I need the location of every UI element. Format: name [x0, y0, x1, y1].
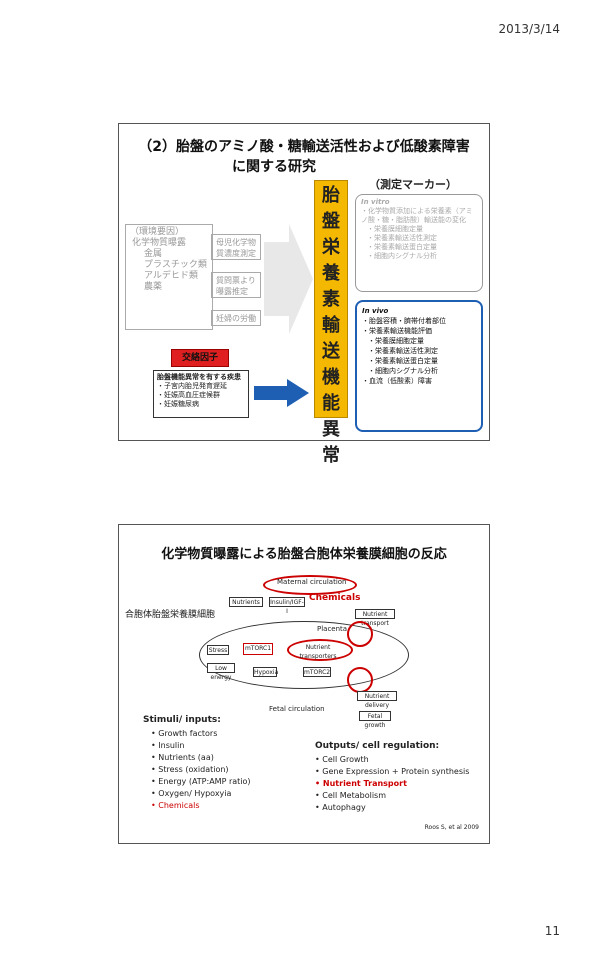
outputs-item-transport: Nutrient Transport	[315, 778, 469, 790]
nutrients-node: Nutrients	[229, 597, 263, 607]
in-vitro-item: ・細胞内シグナル分析	[367, 252, 437, 260]
risk-box: 胎盤機能異常を有する疾患 ・子宮内胎児発育遅延 ・妊娠高血圧症候群 ・妊娠糖尿病	[153, 370, 249, 418]
environment-factors-box: （環境要因） 化学物質曝露 金属 プラスチック類 アルデヒド類 農薬	[125, 224, 213, 330]
risk-item: 胎盤機能異常を有する疾患	[157, 373, 241, 381]
blue-arrow-icon	[287, 379, 309, 407]
slide-2-title: 化学物質曝露による胎盤合胞体栄養膜細胞の反応	[161, 547, 447, 562]
outputs-item: Gene Expression + Protein synthesis	[315, 766, 469, 778]
in-vivo-item: ・胎盤容積・臍帯付着部位	[362, 317, 446, 325]
env-item: アルデヒド類	[144, 271, 198, 281]
hypoxia-node: Hypoxia	[253, 667, 279, 677]
env-item: 金属	[144, 249, 163, 259]
page-number: 11	[544, 924, 560, 938]
maternal-highlight	[263, 575, 357, 595]
central-column: 胎 盤 栄 養 素 輸 送 機 能 異 常	[314, 180, 348, 466]
stimuli-item: Energy (ATP:AMP ratio)	[151, 776, 250, 788]
confounder-label: 交絡因子	[171, 349, 229, 367]
stimuli-item: Nutrients (aa)	[151, 752, 251, 764]
outputs-list: Cell Growth Gene Expression + Protein sy…	[315, 754, 469, 814]
placenta-label: Placenta	[317, 625, 348, 633]
stimuli-item-chemicals: Chemicals	[151, 800, 251, 812]
column-char: 素	[322, 289, 340, 310]
column-char: 盤	[322, 211, 340, 232]
in-vivo-item: ・栄養素輸送機能評価	[362, 327, 432, 335]
fetal-circulation-label: Fetal circulation	[269, 705, 325, 713]
env-item: （環境要因）	[130, 227, 185, 237]
env-item: 農薬	[144, 282, 163, 292]
in-vivo-item: ・栄養膜細胞定量	[368, 337, 424, 345]
outputs-heading: Outputs/ cell regulation:	[315, 741, 440, 751]
transporters-node: Nutrient transporters	[299, 644, 337, 660]
transport-bottom-highlight	[347, 667, 373, 693]
in-vivo-item: ・血流（低酸素）障害	[362, 377, 432, 385]
column-char: 送	[322, 341, 340, 362]
slide-1: （2）胎盤のアミノ酸・糖輸送活性および低酸素障害 に関する研究 （環境要因） 化…	[118, 123, 490, 466]
transporters-highlight	[287, 639, 353, 661]
mtorc2-node: mTORC2	[303, 667, 331, 677]
slide-1-title-line-2: に関する研究	[232, 159, 316, 175]
page-date: 2013/3/14	[498, 22, 560, 36]
in-vitro-item: ・化学物質添加による栄養素（アミノ酸・糖・脂肪酸）輸送能の変化	[361, 207, 473, 224]
column-char: 胎	[322, 185, 340, 206]
outputs-item: Autophagy	[315, 802, 469, 814]
risk-item: ・妊娠糖尿病	[157, 400, 199, 408]
low-energy-node: Low energy	[207, 663, 235, 681]
chemicals-label: Chemicals	[309, 593, 361, 603]
placenta-ellipse	[199, 621, 409, 689]
gray-arrow-body	[264, 242, 290, 316]
risk-item: ・妊娠高血圧症候群	[157, 391, 220, 399]
stress-node: Stress	[207, 645, 229, 655]
in-vivo-heading: In vivo	[362, 307, 389, 315]
stimuli-list: Growth factors Insulin Nutrients (aa) St…	[151, 728, 251, 812]
cell-label: 合胞体胎盤栄養膜細胞	[125, 610, 216, 620]
in-vivo-box: In vivo ・胎盤容積・臍帯付着部位 ・栄養素輸送機能評価 ・栄養膜細胞定量…	[355, 300, 483, 432]
blue-arrow-body	[254, 386, 288, 400]
column-char: 異	[322, 419, 340, 440]
measurement-box: 母児化学物質濃度測定	[211, 234, 261, 260]
nutrient-transport-node: Nutrient transport	[355, 609, 395, 627]
fetal-growth-node: Fetal growth	[359, 711, 391, 729]
in-vivo-item: ・栄養素輸送活性測定	[368, 347, 438, 355]
column-char: 栄	[322, 237, 340, 258]
work-box: 妊婦の労働	[211, 310, 261, 326]
stimuli-item: Oxygen/ Hypoxyia	[151, 788, 251, 800]
in-vitro-item: ・栄養素輸送活性測定	[367, 234, 437, 242]
in-vitro-item: ・栄養膜細胞定量	[367, 225, 423, 233]
gray-arrow-icon	[289, 224, 313, 334]
env-item: 化学物質曝露	[132, 238, 187, 248]
transport-top-highlight	[347, 621, 373, 647]
stimuli-item: Stress (oxidation)	[151, 764, 251, 776]
in-vitro-item: ・栄養素輸送蛋白定量	[367, 243, 437, 251]
in-vitro-box: In vitro ・化学物質添加による栄養素（アミノ酸・糖・脂肪酸）輸送能の変化…	[355, 194, 483, 292]
outputs-item: Cell Growth	[315, 754, 469, 766]
outputs-item: Cell Metabolism	[315, 790, 469, 802]
column-char: 機	[322, 367, 340, 388]
risk-item: ・子宮内胎児発育遅延	[157, 382, 227, 390]
marker-title: （測定マーカー）	[369, 178, 457, 191]
maternal-label: Maternal circulation	[277, 578, 347, 586]
nutrient-delivery-node: Nutrient delivery	[357, 691, 397, 709]
stimuli-item: Growth factors	[151, 728, 251, 740]
slide-2: 化学物質曝露による胎盤合胞体栄養膜細胞の反応 合胞体胎盤栄養膜細胞 Matern…	[118, 524, 490, 844]
mtorc1-node: mTORC1	[243, 643, 273, 655]
reference: Roos S, et al 2009	[424, 824, 479, 831]
stimuli-heading: Stimuli/ inputs:	[143, 715, 221, 725]
env-item: プラスチック類	[144, 260, 207, 270]
questionnaire-box: 質問票より曝露推定	[211, 272, 261, 298]
column-char: 養	[322, 263, 340, 284]
in-vitro-heading: In vitro	[361, 198, 390, 206]
in-vivo-item: ・細胞内シグナル分析	[368, 367, 438, 375]
slide-1-title: （2）胎盤のアミノ酸・糖輸送活性および低酸素障害	[138, 139, 470, 155]
in-vivo-item: ・栄養素輸送蛋白定量	[368, 357, 438, 365]
column-char: 常	[322, 445, 340, 466]
column-char: 輸	[322, 315, 340, 336]
insulin-node: Insulin/IGF-I	[269, 597, 305, 615]
stimuli-item: Insulin	[151, 740, 251, 752]
column-char: 能	[322, 393, 340, 414]
